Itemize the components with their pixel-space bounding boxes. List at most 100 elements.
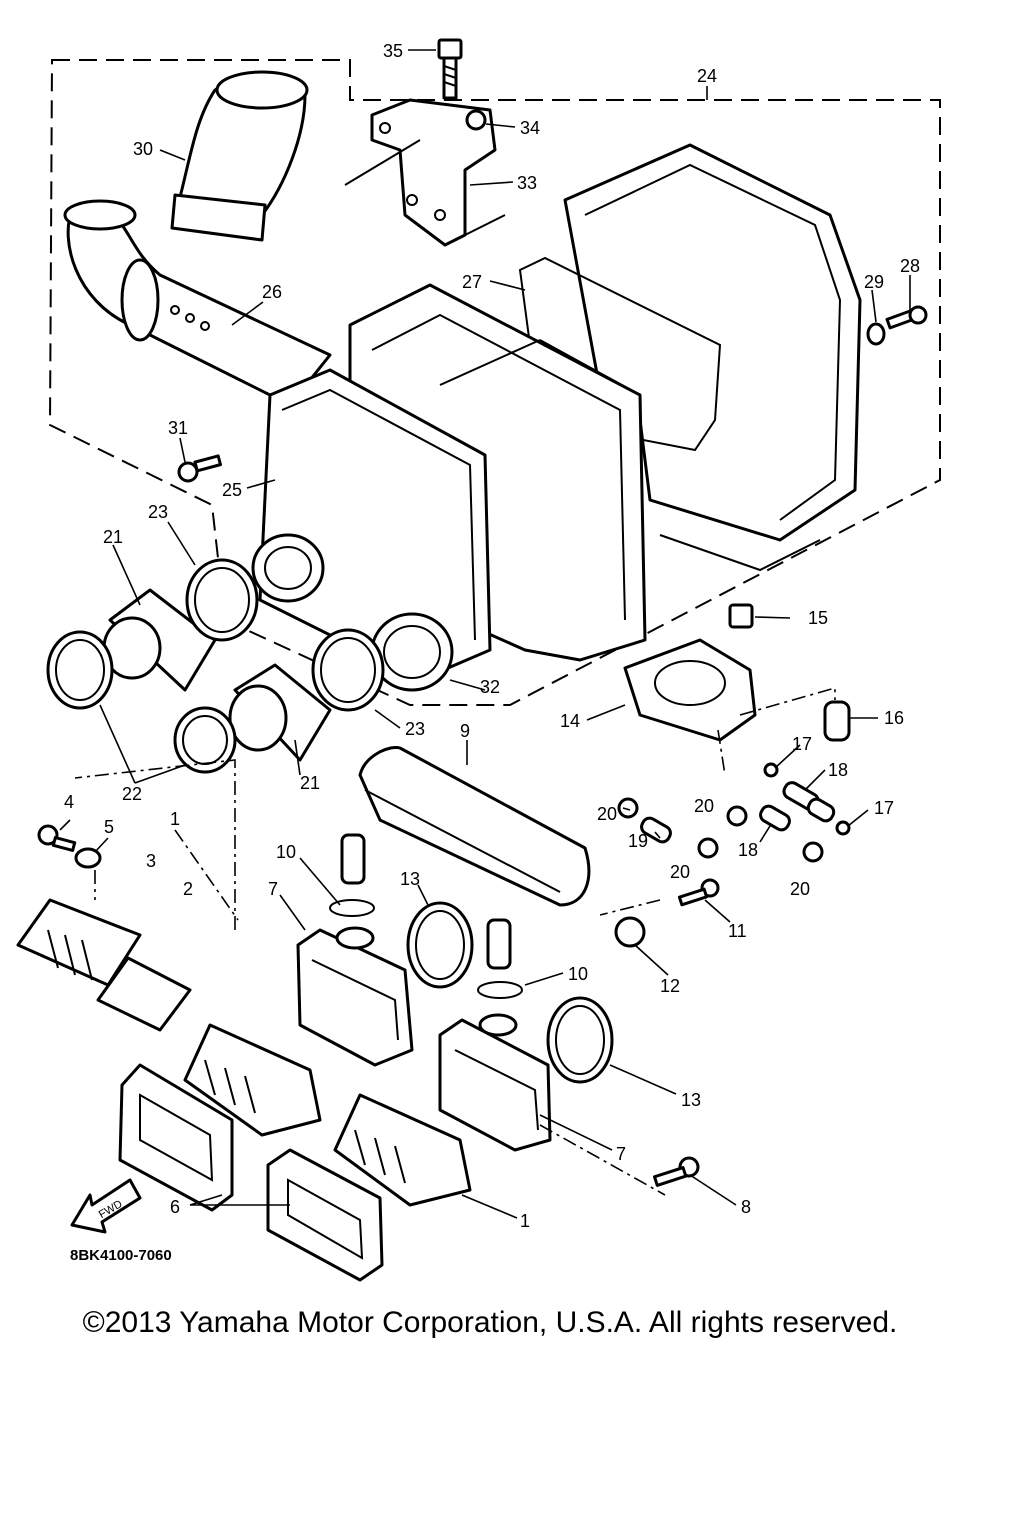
part-7-manifold-lower <box>438 1013 552 1152</box>
diagram-code: 8BK4100-7060 <box>70 1247 172 1264</box>
callout-18-lower: 18 <box>738 840 758 860</box>
part-35-bolt <box>437 38 463 100</box>
part-10-ring-upper <box>329 899 375 917</box>
part-7-manifold-upper <box>296 926 414 1067</box>
callout-17-lower: 17 <box>874 798 894 818</box>
part-30-duct <box>170 70 309 242</box>
callout-20-d: 20 <box>790 879 810 899</box>
part-9-silencer <box>340 745 591 970</box>
exploded-parts-diagram: FWD <box>16 38 941 1282</box>
part-20-clip-d <box>802 841 824 863</box>
part-13-clamp-upper <box>406 901 474 989</box>
part-19-hose <box>640 816 672 844</box>
callout-21-upper: 21 <box>103 527 123 547</box>
callout-23-upper: 23 <box>148 502 168 522</box>
part-1-reed-block-upper <box>183 1023 322 1137</box>
part-boot-upper <box>251 533 325 603</box>
callout-13-upper: 13 <box>400 869 420 889</box>
callout-14: 14 <box>560 711 580 731</box>
part-23-clamp-lower <box>311 628 385 712</box>
callout-20-c: 20 <box>670 862 690 882</box>
callout-34: 34 <box>520 118 540 138</box>
callout-16: 16 <box>884 708 904 728</box>
part-13-clamp-lower <box>546 996 614 1084</box>
fwd-arrow-icon: FWD <box>70 1178 142 1234</box>
callout-9: 9 <box>460 721 470 741</box>
callout-26: 26 <box>262 282 282 302</box>
callout-11: 11 <box>728 921 747 941</box>
callout-27: 27 <box>462 272 482 292</box>
callout-1-lower: 1 <box>520 1211 530 1231</box>
assembly-outline <box>48 59 941 706</box>
callout-21-lower: 21 <box>300 773 320 793</box>
part-6-gasket-lower <box>266 1148 384 1282</box>
part-17-clip-b <box>835 820 851 836</box>
copyright-notice: ©2013 Yamaha Motor Corporation, U.S.A. A… <box>82 1306 898 1339</box>
callout-33: 33 <box>517 173 537 193</box>
callout-20-b: 20 <box>694 796 714 816</box>
part-17-clip-a <box>763 762 779 778</box>
part-21-boot-lower <box>228 663 332 762</box>
part-1-reed-block-lower <box>333 1093 472 1207</box>
part-20-clip-c <box>697 837 719 859</box>
callout-3: 3 <box>146 851 156 871</box>
part-15-nut <box>728 603 754 629</box>
callout-4: 4 <box>64 792 74 812</box>
part-26-intake-pipe <box>63 199 332 407</box>
callout-10-lower: 10 <box>568 964 588 984</box>
part-34-nut <box>465 109 487 131</box>
part-31-bolt <box>177 454 222 483</box>
callout-29: 29 <box>864 272 884 292</box>
callout-18-upper: 18 <box>828 760 848 780</box>
part-29-washer <box>866 322 886 346</box>
relation-lines <box>74 686 836 1196</box>
part-33-bracket <box>344 98 506 247</box>
callout-24: 24 <box>697 66 717 86</box>
part-8-bolt <box>652 1156 700 1187</box>
callout-31: 31 <box>168 418 188 438</box>
callout-28: 28 <box>900 256 920 276</box>
callout-2: 2 <box>183 879 193 899</box>
callout-10-upper: 10 <box>276 842 296 862</box>
part-10-ring-lower <box>477 981 523 999</box>
callout-6: 6 <box>170 1197 180 1217</box>
callout-8: 8 <box>741 1197 751 1217</box>
callout-17-upper: 17 <box>792 734 812 754</box>
part-22-clamp-lower <box>173 706 237 774</box>
callout-25: 25 <box>222 480 242 500</box>
callout-12: 12 <box>660 976 680 996</box>
callout-labels: 35 24 34 33 30 27 26 29 28 31 25 23 21 3… <box>64 41 920 1264</box>
part-32-boot <box>370 612 454 692</box>
part-4-screw <box>37 824 77 852</box>
callout-22: 22 <box>122 784 142 804</box>
part-23-clamp-upper <box>185 558 259 642</box>
callout-7-lower: 7 <box>616 1144 626 1164</box>
callout-23-lower: 23 <box>405 719 425 739</box>
callout-15: 15 <box>808 608 828 628</box>
part-2-reed <box>96 956 192 1032</box>
callout-35: 35 <box>383 41 403 61</box>
callout-20-a: 20 <box>597 804 617 824</box>
part-22-clamp-left <box>46 630 114 710</box>
callout-13-lower: 13 <box>681 1090 701 1110</box>
part-25-front-cover <box>258 368 492 682</box>
callout-32: 32 <box>480 677 500 697</box>
callout-30: 30 <box>133 139 153 159</box>
callout-7-upper: 7 <box>268 879 278 899</box>
part-20-clip-a <box>617 797 639 819</box>
callout-1-upper: 1 <box>170 809 180 829</box>
callout-5: 5 <box>104 817 114 837</box>
leader-lines <box>59 49 911 1219</box>
part-12-grommet <box>614 916 646 948</box>
part-6-gasket-upper <box>118 1063 234 1212</box>
part-20-clip-b <box>726 805 748 827</box>
part-5-nut <box>74 847 102 869</box>
part-11-bolt <box>677 878 720 907</box>
part-18-hose-c <box>806 797 836 823</box>
part-18-hose-b <box>759 804 791 832</box>
part-28-screw <box>885 305 928 330</box>
part-3-reed-stopper <box>16 898 142 987</box>
part-16-cap <box>823 700 851 742</box>
callout-19: 19 <box>628 831 648 851</box>
part-14-plate <box>623 638 757 742</box>
